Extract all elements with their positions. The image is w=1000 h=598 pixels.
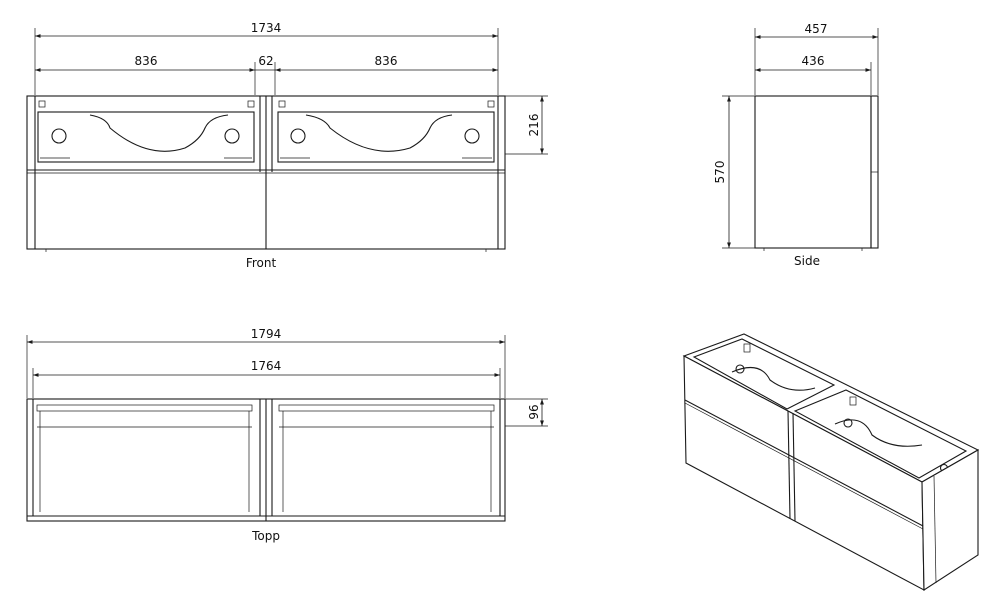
dim-outer-width: 1794: [251, 327, 282, 341]
front-left-sink-cutout: [89, 114, 229, 152]
isometric-view: [682, 333, 980, 591]
front-view: 1734 836 62 836: [26, 21, 548, 270]
iso-side-face: [921, 449, 979, 591]
side-cabinet-outline: [754, 95, 872, 249]
iso-right-sink-cutout: [834, 419, 923, 447]
front-right-hole-1: [290, 128, 306, 144]
dim-gap: 62: [258, 54, 273, 68]
dim-total-width: 1734: [251, 21, 282, 35]
dim-top-depth: 96: [527, 404, 541, 419]
top-view-label: Topp: [251, 529, 280, 543]
dim-inner-width: 1764: [251, 359, 282, 373]
front-left-hole-2: [224, 128, 240, 144]
front-right-sink-cutout: [305, 114, 453, 152]
dim-left-width: 836: [135, 54, 158, 68]
side-view: 457 436 570 Side: [713, 22, 879, 268]
front-right-hole-2: [464, 128, 480, 144]
top-view: 1794 1764 96 Topp: [26, 327, 548, 543]
dim-depth-inner: 436: [802, 54, 825, 68]
iso-left-sink-cutout: [731, 366, 816, 391]
dim-side-height: 570: [713, 161, 727, 184]
side-view-label: Side: [794, 254, 820, 268]
dim-drawer-height: 216: [527, 114, 541, 137]
dim-depth-total: 457: [805, 22, 828, 36]
dim-right-width: 836: [375, 54, 398, 68]
front-view-label: Front: [246, 256, 277, 270]
front-left-hole-1: [51, 128, 67, 144]
